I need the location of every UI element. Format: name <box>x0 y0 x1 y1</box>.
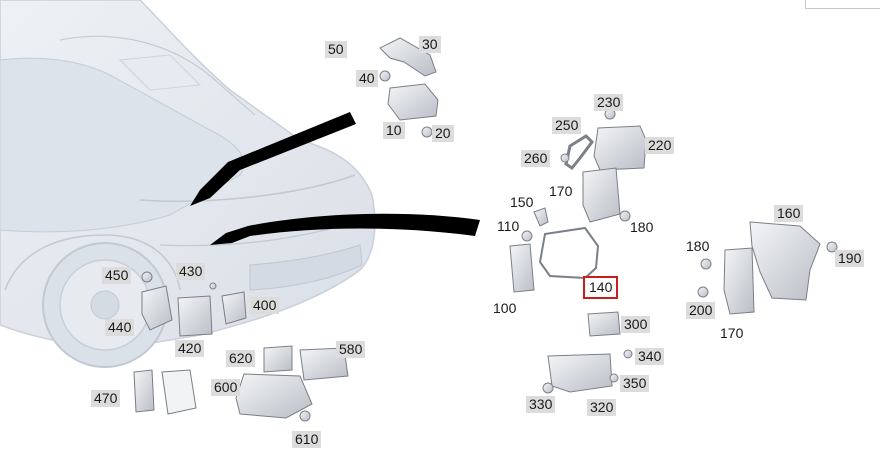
part-nut-330 <box>542 382 554 394</box>
callout-140-selected[interactable]: 140 <box>583 276 619 299</box>
part-nut-180-right <box>700 258 712 270</box>
part-tray-600 <box>235 373 313 419</box>
callout-170-center[interactable]: 170 <box>549 183 573 199</box>
part-nut-200 <box>697 286 709 298</box>
part-nut-190 <box>826 241 838 253</box>
part-screw-430 <box>209 282 217 290</box>
part-nut-110 <box>521 230 533 242</box>
part-bracket-470 <box>161 369 197 415</box>
part-nut-180 <box>619 210 631 222</box>
part-relay-620 <box>263 345 293 373</box>
callout-170-right[interactable]: 170 <box>720 325 744 341</box>
callout-420[interactable]: 420 <box>175 340 205 357</box>
corner-frame <box>805 0 880 9</box>
callout-350[interactable]: 350 <box>620 375 650 392</box>
part-module-170 <box>582 167 621 223</box>
callout-220[interactable]: 220 <box>645 137 675 154</box>
part-module-300 <box>587 311 621 337</box>
callout-470[interactable]: 470 <box>91 390 121 407</box>
callout-180-right[interactable]: 180 <box>686 238 710 254</box>
location-arrow-upper <box>190 112 356 206</box>
callout-400[interactable]: 400 <box>250 297 280 314</box>
part-screw-340 <box>623 349 633 359</box>
part-bracket-250 <box>564 134 594 171</box>
callout-10[interactable]: 10 <box>383 122 405 139</box>
callout-150[interactable]: 150 <box>510 194 534 210</box>
part-nut-40 <box>379 70 391 82</box>
callout-440[interactable]: 440 <box>105 319 135 336</box>
part-nut-450 <box>141 271 153 283</box>
callout-190[interactable]: 190 <box>835 250 865 267</box>
callout-100[interactable]: 100 <box>493 300 517 316</box>
part-bracket-30 <box>379 37 437 77</box>
callout-430[interactable]: 430 <box>176 263 206 280</box>
part-cable-150 <box>533 207 549 227</box>
callout-180-center[interactable]: 180 <box>630 219 654 235</box>
part-washer-20 <box>421 126 433 138</box>
callout-230[interactable]: 230 <box>594 94 624 111</box>
part-bracket-160 <box>749 221 821 301</box>
callout-450[interactable]: 450 <box>102 267 132 284</box>
part-module-170-right <box>723 247 755 315</box>
callout-50[interactable]: 50 <box>325 41 347 58</box>
part-module-420 <box>177 295 213 337</box>
callout-260[interactable]: 260 <box>521 150 551 167</box>
callout-160[interactable]: 160 <box>774 205 804 222</box>
callout-20[interactable]: 20 <box>432 125 454 142</box>
callout-40[interactable]: 40 <box>356 70 378 87</box>
part-nut-350 <box>609 373 619 383</box>
callout-600[interactable]: 600 <box>211 379 241 396</box>
part-module-10 <box>387 83 439 121</box>
part-nut-610 <box>299 410 311 422</box>
part-control-unit-100 <box>509 243 535 293</box>
callout-300[interactable]: 300 <box>621 316 651 333</box>
part-nut-260 <box>560 153 570 163</box>
callout-320[interactable]: 320 <box>587 399 617 416</box>
part-frame-140 <box>538 226 600 280</box>
callout-30[interactable]: 30 <box>419 36 441 53</box>
callout-610[interactable]: 610 <box>292 431 322 448</box>
location-arrow-lower <box>210 213 480 245</box>
part-bracket-320 <box>547 353 613 393</box>
callout-110[interactable]: 110 <box>497 218 520 234</box>
callout-620[interactable]: 620 <box>226 350 256 367</box>
callout-200[interactable]: 200 <box>686 302 716 319</box>
callout-250[interactable]: 250 <box>552 117 582 134</box>
part-module-400 <box>221 291 247 325</box>
callout-330[interactable]: 330 <box>526 396 556 413</box>
callout-580[interactable]: 580 <box>336 341 366 358</box>
part-control-unit-440 <box>141 285 173 331</box>
part-control-unit-470 <box>133 369 155 413</box>
callout-340[interactable]: 340 <box>635 348 665 365</box>
part-control-unit-220 <box>593 125 647 171</box>
vehicle-rear-illustration <box>0 0 376 368</box>
